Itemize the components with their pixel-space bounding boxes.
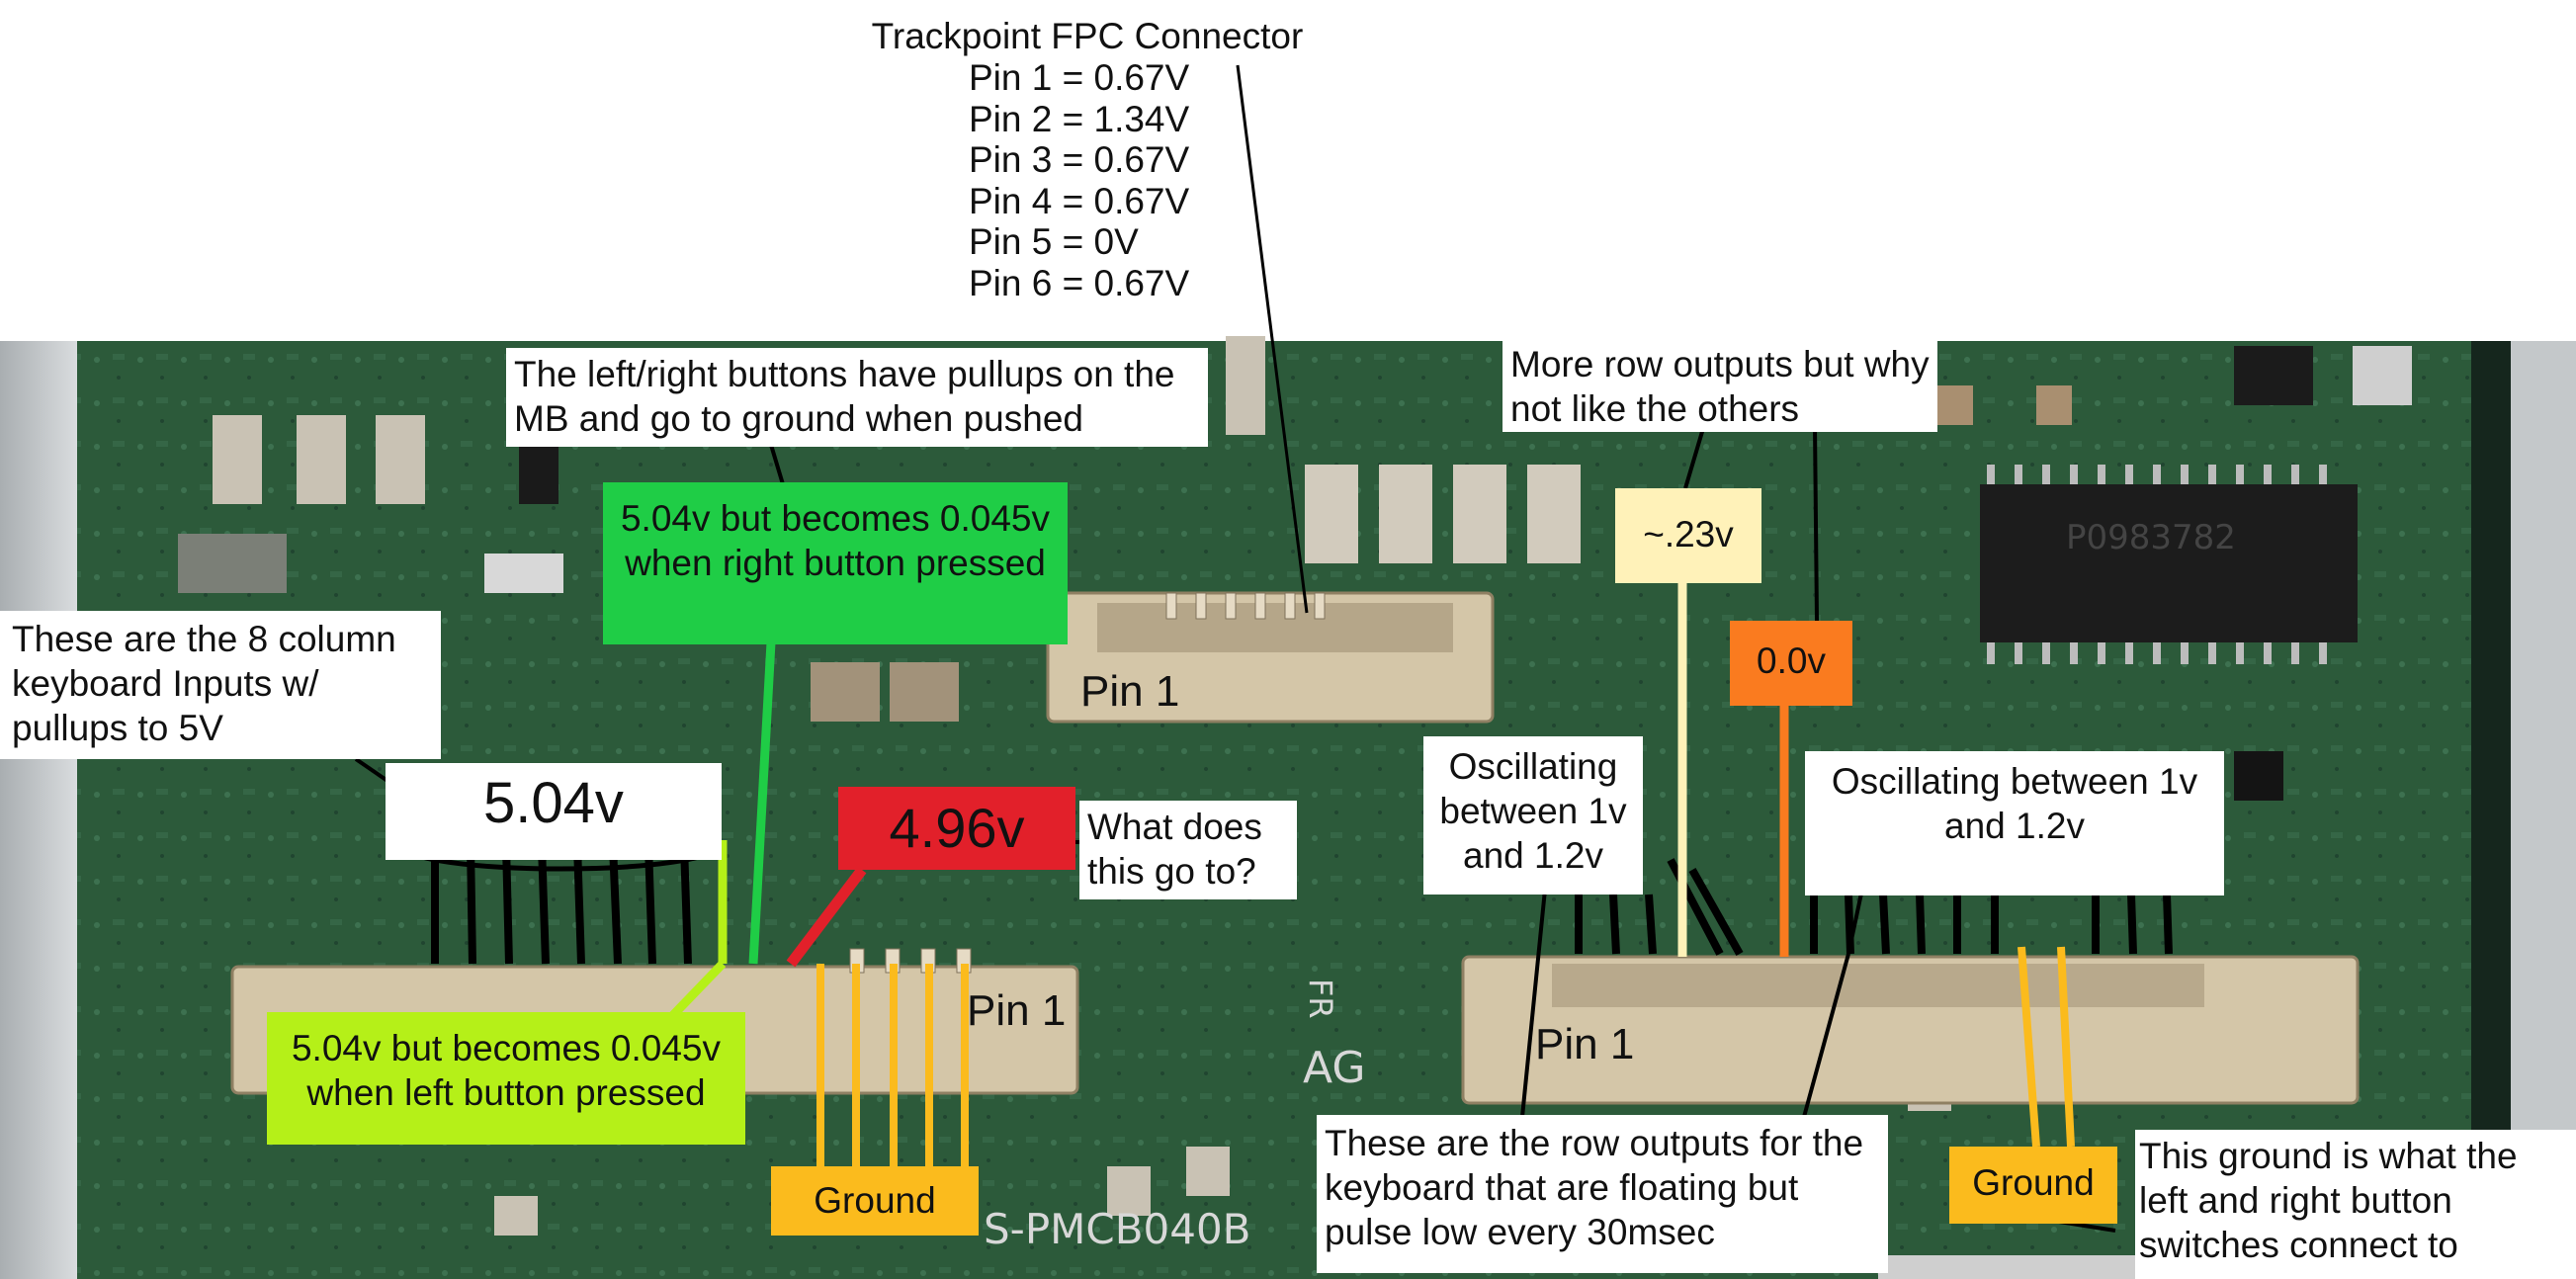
- trackpoint-pin-value: Pin 1 = 0.67V: [969, 57, 1190, 98]
- left-button-leader: [668, 960, 727, 1020]
- chip-marking: P0983782: [2066, 518, 2236, 557]
- row-outputs-note: These are the row outputs for the keyboa…: [1317, 1115, 1888, 1273]
- silkscreen-marking: S-PMCB040B: [984, 1205, 1251, 1253]
- more-rows-note: More row outputs but why not like the ot…: [1503, 338, 1937, 432]
- row-outputs-leader: [1802, 953, 1850, 1118]
- row-output-lines: [1575, 858, 2173, 956]
- right-button-line: [748, 641, 776, 965]
- ground-lines-left: [816, 964, 969, 1166]
- ground-left-label: Ground: [771, 1166, 979, 1236]
- left-metal-edge: [0, 341, 77, 1279]
- ground-switch-note: This ground is what the left and right b…: [2135, 1130, 2576, 1279]
- trackpoint-pin-list: Pin 1 = 0.67V Pin 2 = 1.34V Pin 3 = 0.67…: [969, 57, 1189, 304]
- more-rows-leader-b: [1813, 424, 1819, 622]
- ic-chip: [1980, 465, 2358, 664]
- trackpoint-connector-title: Trackpoint FPC Connector: [871, 16, 1304, 56]
- oscillating-left-note: Oscillating between 1v and 1.2v: [1423, 736, 1643, 895]
- right-dark-frame: [2471, 341, 2511, 1279]
- what-does-note: What does this go to?: [1079, 801, 1297, 899]
- pin1-keyboard-connector-label: Pin 1: [1535, 1020, 1635, 1068]
- more-rows-leader-a: [1683, 424, 1706, 489]
- buttons-pullup-note: The left/right buttons have pullups on t…: [506, 348, 1208, 447]
- column-voltage-value: 5.04v: [386, 763, 722, 860]
- fr-marking: FR: [1302, 979, 1339, 1019]
- trackpoint-pin-value: Pin 4 = 0.67V: [969, 180, 1190, 221]
- pin1-trackpoint-label: Pin 1: [1080, 667, 1180, 716]
- pin1-small-connector-label: Pin 1: [967, 986, 1067, 1035]
- silkscreen-marks: FR AG S-PMCB040B P0983782: [984, 518, 2236, 1253]
- trackpoint-connector-slot: [1097, 603, 1453, 652]
- oscillating-right-note: Oscillating between 1v and 1.2v: [1805, 751, 2224, 895]
- osc-left-leader: [1520, 889, 1547, 1118]
- ground-right-label: Ground: [1949, 1147, 2117, 1224]
- trackpoint-leader: [1236, 64, 1309, 614]
- ag-marking: AG: [1303, 1043, 1365, 1093]
- right-button-value: 5.04v but becomes 0.045v when right butt…: [603, 482, 1068, 644]
- column-inputs-note: These are the 8 column keyboard Inputs w…: [0, 611, 441, 759]
- left-button-value: 5.04v but becomes 0.045v when left butto…: [267, 1012, 745, 1145]
- v496-line: [786, 866, 867, 968]
- right-metal-edge: [2509, 341, 2576, 1279]
- trackpoint-pin-value: Pin 2 = 1.34V: [969, 98, 1190, 139]
- trackpoint-pin-value: Pin 3 = 0.67V: [969, 139, 1190, 181]
- trackpoint-pin-value: Pin 6 = 0.67V: [969, 262, 1190, 303]
- v00-value: 0.0v: [1730, 621, 1852, 706]
- trackpoint-pin-value: Pin 5 = 0V: [969, 221, 1139, 263]
- v023-value: ~.23v: [1615, 488, 1761, 583]
- keyboard-connector-slot: [1552, 964, 2204, 1007]
- ground-lines-right: [2018, 946, 2075, 1148]
- v496-value: 4.96v: [838, 787, 1075, 870]
